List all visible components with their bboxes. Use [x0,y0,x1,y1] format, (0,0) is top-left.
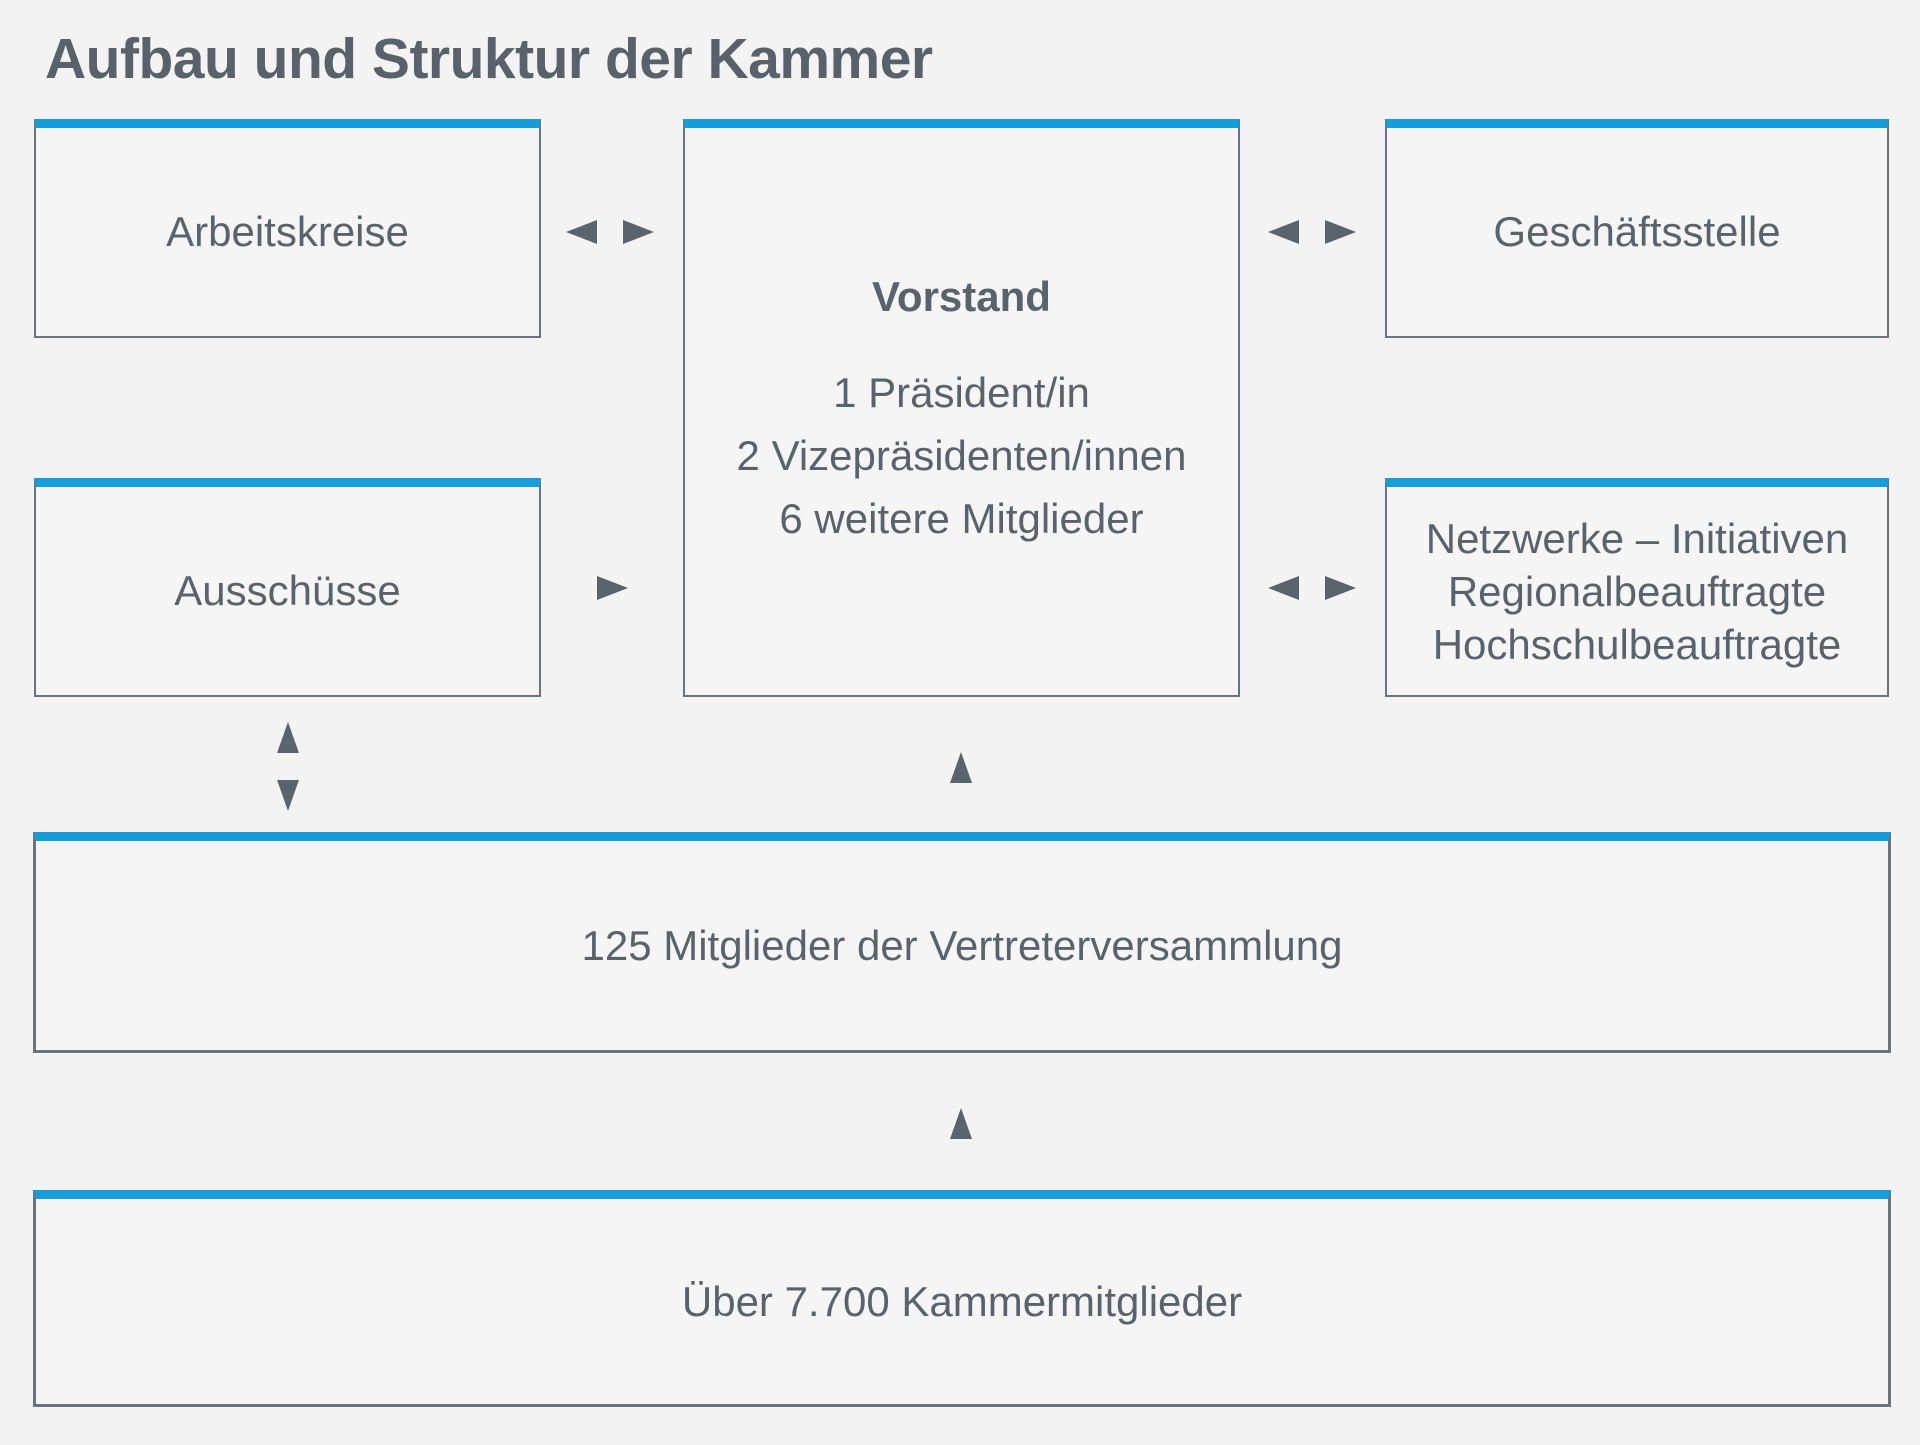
arrow-right-icon [1325,576,1356,600]
box-geschaeftsstelle: Geschäftsstelle [1385,119,1889,338]
arrow-left-icon [1268,576,1299,600]
box-vertreterversammlung: 125 Mitglieder der Vertreterversammlung [33,832,1891,1053]
netzwerke-line: Netzwerke – Initiativen [1425,514,1849,562]
netzwerke-line: Hochschulbeauftragte [1432,620,1842,668]
vorstand-line: 2 Vizepräsidenten/innen [736,432,1187,479]
arrow-up-icon [950,1108,972,1139]
connector-vorstand-geschaeftsstelle [1268,220,1356,244]
arrow-down-icon [277,780,299,811]
box-arbeitskreise: Arbeitskreise [34,119,541,338]
box-kammermitglieder-label: Über 7.700 Kammermitglieder [681,1277,1243,1325]
arrow-right-icon [623,220,654,244]
box-vorstand-details: 1 Präsident/in 2 Vizepräsidenten/innen 6… [737,361,1187,550]
connector-arbeitskreise-vorstand [566,220,654,244]
page-title: Aufbau und Struktur der Kammer [45,27,933,91]
box-arbeitskreise-label: Arbeitskreise [166,208,409,255]
netzwerke-line: Regionalbeauftragte [1447,567,1827,615]
box-vertreterversammlung-label: 125 Mitglieder der Vertreterversammlung [581,921,1343,969]
arrow-up-icon [950,752,972,783]
box-kammermitglieder: Über 7.700 Kammermitglieder [33,1190,1891,1407]
vorstand-line: 6 weitere Mitglieder [779,495,1144,542]
box-vorstand: Vorstand 1 Präsident/in 2 Vizepräsidente… [683,119,1240,697]
connector-vorstand-netzwerke [1268,576,1356,600]
box-netzwerke: Netzwerke – Initiativen Regionalbeauftra… [1385,478,1889,697]
box-ausschuesse-label: Ausschüsse [174,567,401,614]
arrow-left-icon [1268,220,1299,244]
box-ausschuesse: Ausschüsse [34,478,541,697]
arrow-up-icon [277,722,299,753]
box-vorstand-title: Vorstand [872,273,1051,320]
box-netzwerke-details: Netzwerke – Initiativen Regionalbeauftra… [1426,512,1849,671]
arrow-right-icon [1325,220,1356,244]
arrow-right-icon [597,576,628,600]
box-geschaeftsstelle-label: Geschäftsstelle [1493,208,1781,255]
vorstand-line: 1 Präsident/in [833,369,1090,416]
arrow-left-icon [566,220,597,244]
